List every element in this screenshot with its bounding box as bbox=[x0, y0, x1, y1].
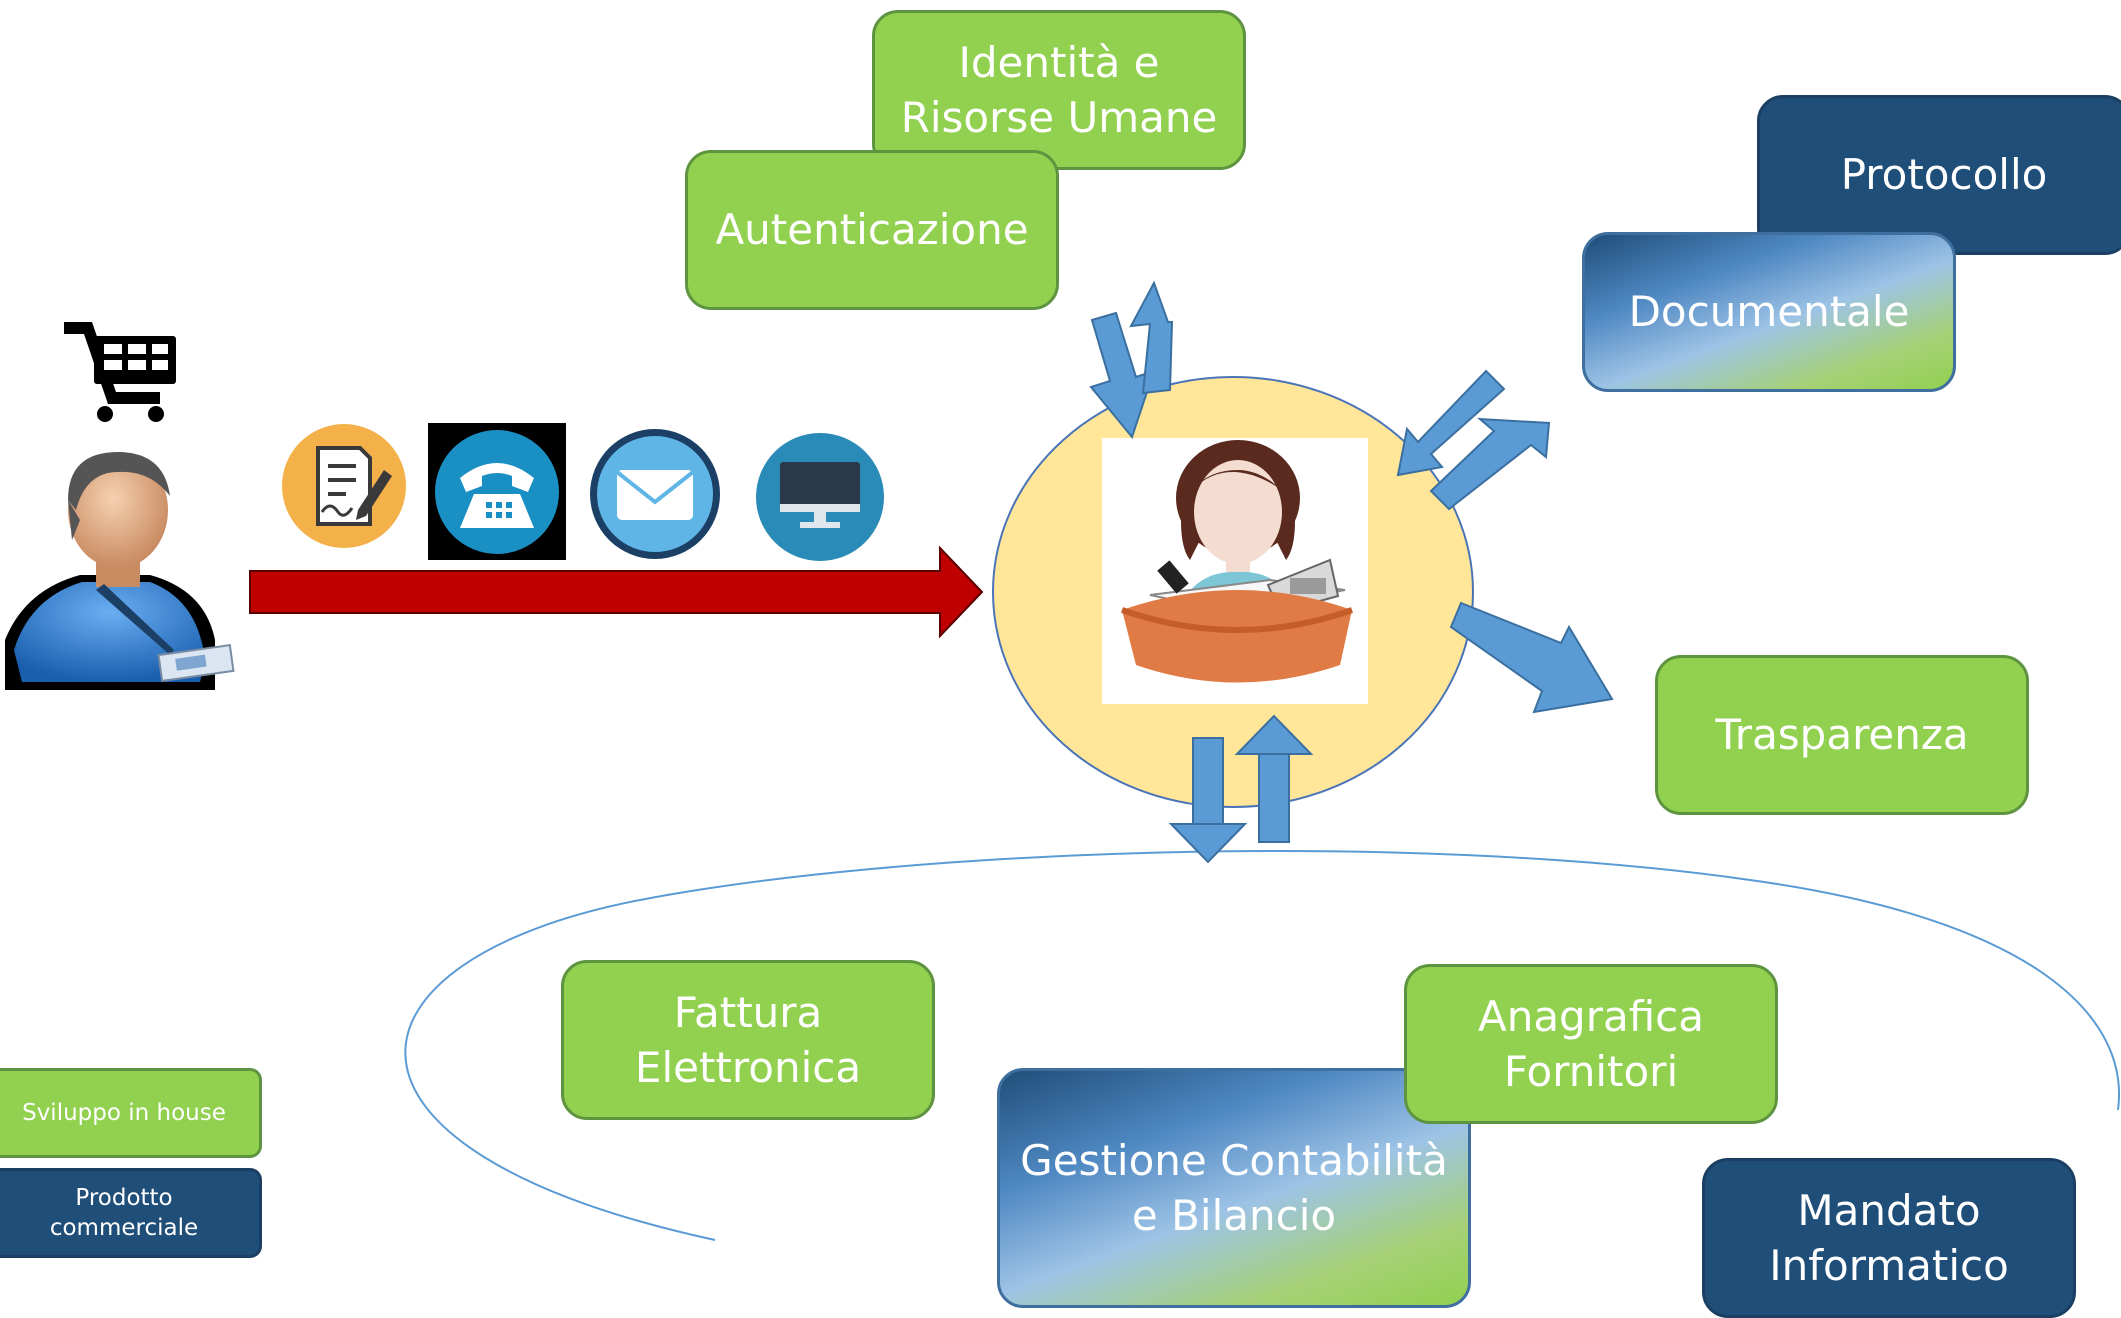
document-edit-icon bbox=[282, 424, 406, 548]
module-anagrafica-fornitori[interactable]: Anagrafica Fornitori bbox=[1404, 964, 1778, 1124]
citizen-user-icon bbox=[5, 452, 235, 690]
legend-in-house: Sviluppo in house bbox=[0, 1068, 262, 1158]
accounting-domain-ellipse bbox=[404, 850, 2120, 1241]
hub-connection-arrows bbox=[1089, 280, 1614, 864]
module-documentale[interactable]: Documentale bbox=[1582, 232, 1956, 392]
module-trasparenza[interactable]: Trasparenza bbox=[1655, 655, 2029, 815]
module-gestione-contabilita-bilancio[interactable]: Gestione Contabilità e Bilancio bbox=[997, 1068, 1471, 1308]
module-protocollo[interactable]: Protocollo bbox=[1757, 95, 2121, 255]
operator-at-desk-icon bbox=[1121, 440, 1353, 683]
module-identita-risorse-umane[interactable]: Identità e Risorse Umane bbox=[872, 10, 1246, 170]
shopping-cart-icon bbox=[64, 322, 176, 422]
telephone-icon bbox=[428, 423, 566, 560]
module-autenticazione[interactable]: Autenticazione bbox=[685, 150, 1059, 310]
monitor-icon bbox=[756, 433, 884, 561]
module-mandato-informatico[interactable]: Mandato Informatico bbox=[1702, 1158, 2076, 1318]
legend-commercial: Prodotto commerciale bbox=[0, 1168, 262, 1258]
mail-icon bbox=[590, 429, 720, 559]
module-fattura-elettronica[interactable]: Fattura Elettronica bbox=[561, 960, 935, 1120]
request-flow-arrow bbox=[249, 545, 984, 639]
